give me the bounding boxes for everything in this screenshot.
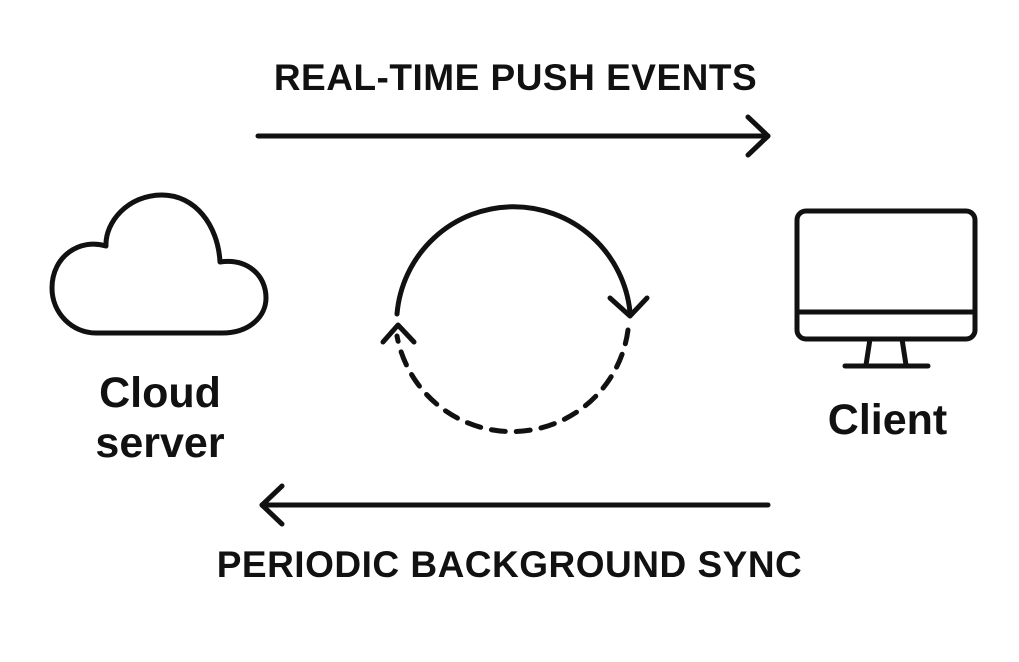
cloud-icon: [49, 192, 269, 336]
cycle-icon: [380, 204, 650, 435]
cloud-server-label-line1: Cloud: [99, 369, 221, 417]
cloud-server-label-line2: server: [95, 419, 225, 467]
push-events-label: REAL-TIME PUSH EVENTS: [273, 57, 758, 98]
sync-arrow: [259, 483, 771, 527]
push-arrow: [255, 114, 771, 158]
monitor-icon: [794, 208, 978, 369]
cloud-server-label: Cloud server: [50, 368, 270, 468]
client-label: Client: [827, 396, 948, 444]
background-sync-label: PERIODIC BACKGROUND SYNC: [216, 544, 803, 585]
